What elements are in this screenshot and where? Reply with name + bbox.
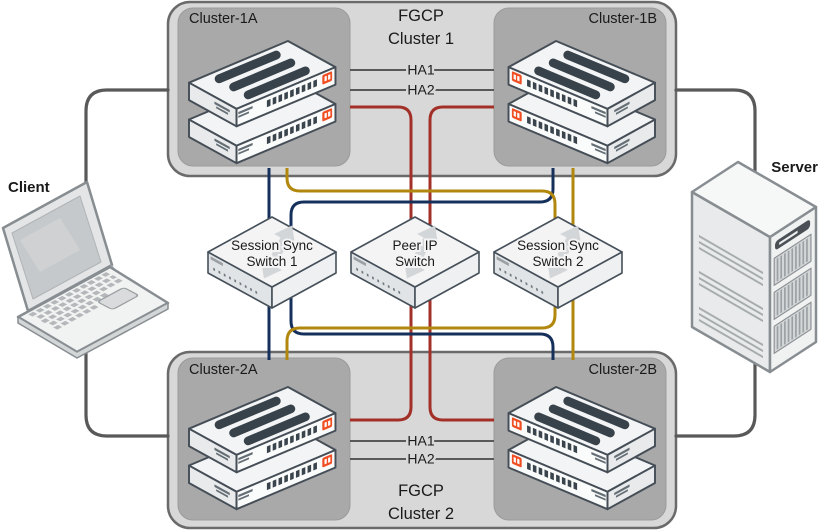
cluster1-name-label: Cluster 1 xyxy=(388,30,454,48)
cluster2-protocol-label: FGCP xyxy=(398,482,444,500)
server-front-panel xyxy=(773,220,812,355)
ha1-label-cluster2: HA1 xyxy=(407,433,434,449)
cluster-1b-label: Cluster-1B xyxy=(589,11,658,27)
ha2-label-cluster2: HA2 xyxy=(407,451,434,467)
ha1-label-cluster1: HA1 xyxy=(407,62,434,78)
session-sync-switch-2-label-line1: Session Sync xyxy=(517,238,599,253)
server-side-vents xyxy=(698,234,764,359)
client-label: Client xyxy=(8,179,50,196)
session-sync2-link-1a xyxy=(285,168,557,248)
cluster1-protocol-label: FGCP xyxy=(398,7,444,25)
cluster2-name-label: Cluster 2 xyxy=(388,505,454,523)
client-laptop-icon xyxy=(1,180,170,359)
session-sync2-link-2a xyxy=(285,258,557,360)
session-sync-switch-1-label-line2: Switch 1 xyxy=(246,254,297,269)
cluster-1a-label: Cluster-1A xyxy=(189,11,258,27)
cluster-2b-label: Cluster-2B xyxy=(589,362,658,378)
peer-ip-switch: Peer IP Switch xyxy=(349,215,481,310)
server-tower-icon xyxy=(690,160,818,374)
peer-ip-switch-label-line2: Switch xyxy=(395,254,435,269)
laptop-touchpad xyxy=(97,287,139,310)
cluster-2a-label: Cluster-2A xyxy=(189,362,258,378)
peer-ip-switch-label-line1: Peer IP xyxy=(392,238,437,253)
session-sync-switch-2: Session Sync Switch 2 xyxy=(492,215,624,310)
ha2-label-cluster1: HA2 xyxy=(407,82,434,98)
session-sync1-link-2b xyxy=(289,258,555,360)
session-sync-switch-1: Session Sync Switch 1 xyxy=(206,215,338,310)
session-sync-switch-2-label-line2: Switch 2 xyxy=(532,254,583,269)
laptop-keyboard xyxy=(28,271,139,330)
server-label: Server xyxy=(771,159,818,176)
session-sync-switch-1-label-line1: Session Sync xyxy=(231,238,313,253)
